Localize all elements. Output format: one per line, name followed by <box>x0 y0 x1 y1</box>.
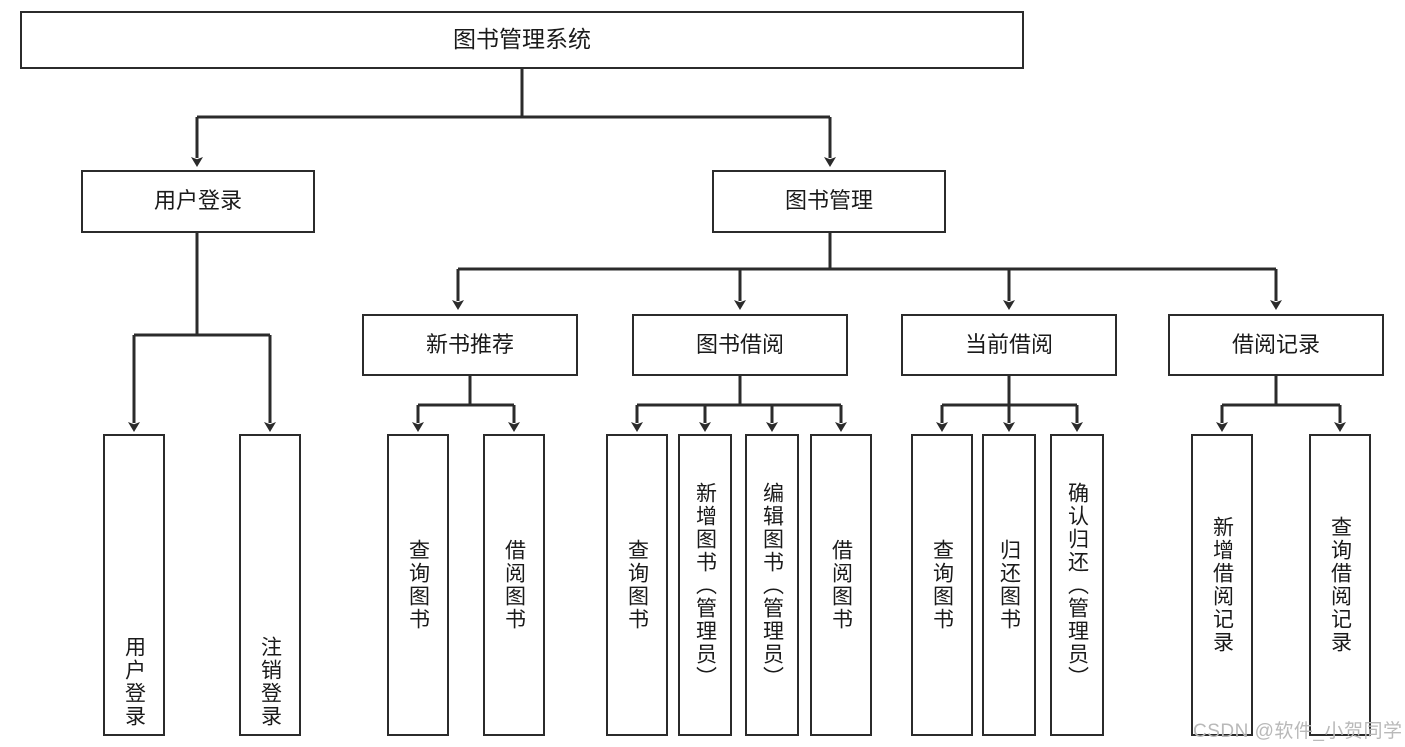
node-label: 新增借阅记录 <box>1210 516 1234 654</box>
node-root[interactable]: 图书管理系统 <box>20 11 1024 69</box>
node-label: 归还图书 <box>997 539 1021 631</box>
leaf-query-book-2[interactable]: 查询图书 <box>606 434 668 736</box>
leaf-logout-login[interactable]: 注销登录 <box>239 434 301 736</box>
node-label: 图书管理 <box>784 188 873 214</box>
node-label: 图书借阅 <box>695 331 784 357</box>
node-label: 图书管理系统 <box>453 26 591 53</box>
node-label: 新增图书（管理员） <box>693 481 717 689</box>
node-label: 注销登录 <box>258 636 282 728</box>
leaf-edit-book[interactable]: 编辑图书（管理员） <box>745 434 799 736</box>
node-label: 借阅图书 <box>502 539 526 631</box>
node-label: 当前借阅 <box>964 331 1053 357</box>
csdn-watermark: CSDN @软件_小贺同学 <box>1193 721 1403 742</box>
leaf-borrow-book-1[interactable]: 借阅图书 <box>483 434 545 736</box>
node-book-borrow[interactable]: 图书借阅 <box>632 314 848 376</box>
leaf-confirm-return[interactable]: 确认归还（管理员） <box>1050 434 1104 736</box>
node-label: 用户登录 <box>122 636 146 728</box>
node-label: 新书推荐 <box>425 331 514 357</box>
node-label: 查询图书 <box>930 539 954 631</box>
node-label: 编辑图书（管理员） <box>760 481 784 689</box>
leaf-query-book-3[interactable]: 查询图书 <box>911 434 973 736</box>
leaf-user-login[interactable]: 用户登录 <box>103 434 165 736</box>
node-label: 借阅图书 <box>829 539 853 631</box>
node-borrow-record[interactable]: 借阅记录 <box>1168 314 1384 376</box>
node-label: 查询借阅记录 <box>1328 516 1352 654</box>
leaf-query-book-1[interactable]: 查询图书 <box>387 434 449 736</box>
node-book-manage[interactable]: 图书管理 <box>712 170 946 233</box>
leaf-borrow-book-2[interactable]: 借阅图书 <box>810 434 872 736</box>
node-label: 确认归还（管理员） <box>1065 481 1089 689</box>
node-label: 用户登录 <box>153 188 242 214</box>
leaf-return-book[interactable]: 归还图书 <box>982 434 1036 736</box>
node-user-login[interactable]: 用户登录 <box>81 170 315 233</box>
leaf-add-book[interactable]: 新增图书（管理员） <box>678 434 732 736</box>
node-label: 查询图书 <box>406 539 430 631</box>
node-label: 借阅记录 <box>1231 331 1320 357</box>
node-new-book-rec[interactable]: 新书推荐 <box>362 314 578 376</box>
node-current-borrow[interactable]: 当前借阅 <box>901 314 1117 376</box>
node-label: 查询图书 <box>625 539 649 631</box>
leaf-add-record[interactable]: 新增借阅记录 <box>1191 434 1253 736</box>
leaf-query-record[interactable]: 查询借阅记录 <box>1309 434 1371 736</box>
